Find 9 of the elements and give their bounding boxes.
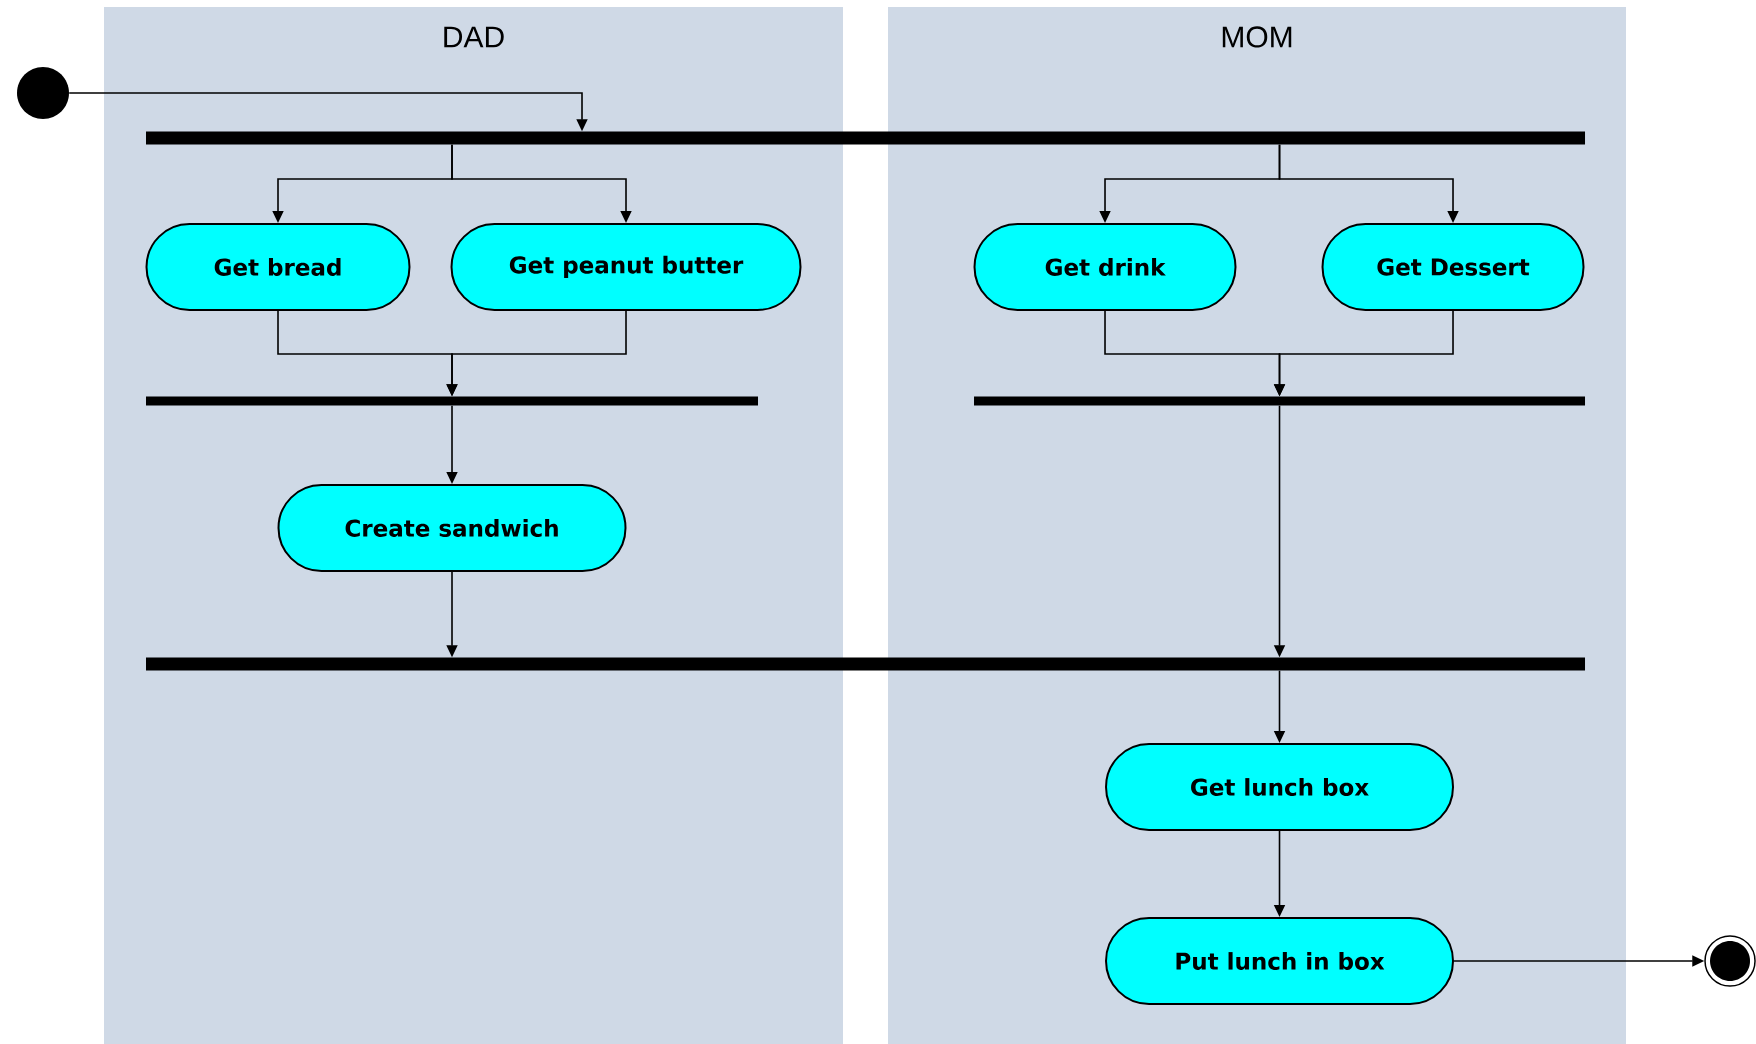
action-box: Get drink [973,223,1237,311]
action-box: Create sandwich [277,484,627,572]
start-node [17,67,69,119]
end-node [1704,935,1756,987]
action-box: Get Dessert [1321,223,1585,311]
action-box: Put lunch in box [1105,917,1454,1005]
action-box: Get lunch box [1105,743,1454,831]
action-box: Get bread [145,223,411,311]
action-box: Get peanut butter [450,223,802,311]
